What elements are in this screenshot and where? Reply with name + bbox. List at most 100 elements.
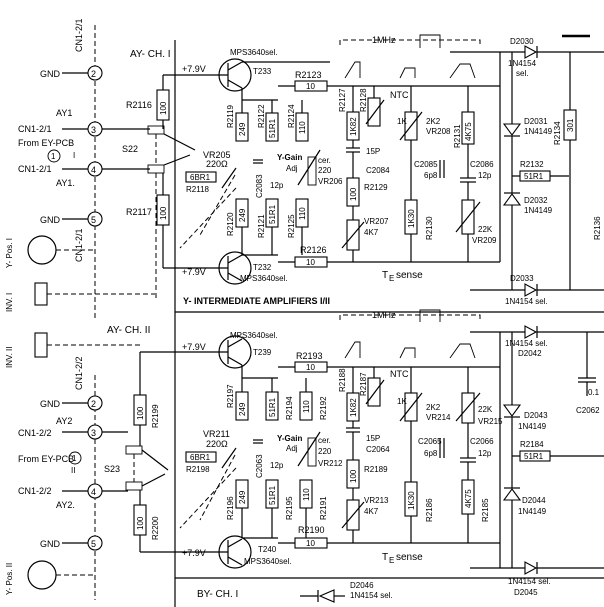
diode-d2045 bbox=[524, 561, 538, 575]
c2063-label: C2063 bbox=[255, 454, 264, 478]
waveform-icon bbox=[449, 343, 476, 359]
roman-numeral: II bbox=[71, 466, 75, 475]
pin-number: 3 bbox=[91, 428, 96, 438]
transistor-name: T239 bbox=[253, 348, 272, 357]
ay1-dot-label: AY1. bbox=[56, 178, 75, 188]
r2197-label: R2197 bbox=[226, 384, 235, 408]
value-label: 110 bbox=[298, 121, 307, 134]
value-label: 12p bbox=[270, 181, 284, 190]
r2123-label: R2123 bbox=[295, 70, 322, 80]
diode-d2030 bbox=[524, 45, 538, 59]
value-label: 0.1 bbox=[588, 388, 600, 397]
pin-number: 4 bbox=[91, 487, 96, 497]
c2064-label: C2064 bbox=[366, 445, 390, 454]
r2188-label: R2188 bbox=[338, 368, 347, 392]
value-label: 100 bbox=[136, 406, 145, 420]
ay2-connector: CN1-2/2 bbox=[18, 486, 52, 496]
mhz-label: 1MHz bbox=[372, 310, 396, 320]
value-label: 51R1 bbox=[524, 172, 544, 181]
r2124-label: R2124 bbox=[287, 104, 296, 128]
ypos2-label: Y- Pos. II bbox=[5, 563, 14, 595]
c2062-label: C2062 bbox=[576, 406, 600, 415]
d2045-label: D2045 bbox=[514, 588, 538, 597]
value-label: 220 bbox=[318, 447, 332, 456]
channel-2: AY- CH. II S23 100 R2199 100 R2200 +7.9V… bbox=[102, 309, 503, 569]
r2132-label: R2132 bbox=[520, 160, 544, 169]
value-label: 220Ω bbox=[206, 439, 228, 449]
d2046-label: D2046 bbox=[350, 581, 374, 590]
ch2-title: AY- CH. II bbox=[107, 325, 150, 336]
r2136-label: R2136 bbox=[593, 216, 602, 240]
value-label: 22K bbox=[478, 225, 493, 234]
value-label: 249 bbox=[238, 208, 247, 222]
right-side-1: D2030 1N4154 sel. D2031 1N4149 D2032 1N4… bbox=[450, 34, 604, 306]
value-label: 4K75 bbox=[464, 122, 473, 141]
circled-number: 1 bbox=[51, 152, 56, 161]
c2066-label: C2066 bbox=[470, 437, 494, 446]
value-label: 110 bbox=[302, 400, 311, 413]
pin-number: 5 bbox=[91, 539, 96, 549]
r2184-label: R2184 bbox=[520, 440, 544, 449]
adj-label: Adj bbox=[286, 164, 298, 173]
vr205-label: VR205 bbox=[203, 150, 231, 160]
r2128-label: R2128 bbox=[359, 88, 368, 112]
cer-label: cer. bbox=[318, 436, 331, 445]
connector-area: 2 3 4 5 2 3 4 5 CN1-2/1 CN1-2/1 CN1-2/2 … bbox=[5, 18, 155, 600]
vr214-label: VR214 bbox=[426, 413, 451, 422]
diode-d2031 bbox=[502, 123, 522, 136]
gnd-label: GND bbox=[40, 399, 61, 409]
vr206-label: VR206 bbox=[318, 177, 343, 186]
value-label: 301 bbox=[566, 118, 575, 132]
d2042-label: D2042 bbox=[518, 349, 542, 358]
r2134-label: R2134 bbox=[553, 121, 562, 145]
value-label: 51R1 bbox=[268, 204, 277, 224]
value-label: 100 bbox=[349, 187, 358, 201]
r2127-label: R2127 bbox=[338, 88, 347, 112]
gnd-label: GND bbox=[40, 539, 61, 549]
d2043-label: D2043 bbox=[524, 411, 548, 420]
transistor-name: T240 bbox=[258, 545, 277, 554]
circled-number: 1 bbox=[72, 454, 77, 463]
value-label: 6p8 bbox=[424, 171, 438, 180]
value-label: 2K2 bbox=[426, 403, 441, 412]
s23-label: S23 bbox=[104, 464, 120, 474]
r2126-label: R2126 bbox=[300, 245, 327, 255]
r2192-label: R2192 bbox=[319, 396, 328, 420]
ntc-label: NTC bbox=[390, 369, 409, 379]
cer-label: cer. bbox=[318, 156, 331, 165]
value-label: 110 bbox=[302, 488, 311, 501]
value-label: 220Ω bbox=[206, 159, 228, 169]
te-subscript: E bbox=[389, 556, 394, 565]
value-label: 15P bbox=[366, 434, 380, 443]
r2129-label: R2129 bbox=[364, 183, 388, 192]
r2131-label: R2131 bbox=[453, 124, 462, 148]
vr211-label: VR211 bbox=[203, 429, 230, 439]
r2117-label: R2117 bbox=[126, 207, 152, 217]
pin-number: 3 bbox=[91, 125, 96, 135]
diode-d2044 bbox=[502, 488, 522, 501]
ypos1-label: Y- Pos. I bbox=[5, 238, 14, 268]
value-label: 22K bbox=[478, 405, 493, 414]
ay1-connector: CN1-2/1 bbox=[18, 124, 52, 134]
r2198-label: R2198 bbox=[186, 465, 210, 474]
d2031-label: D2031 bbox=[524, 117, 548, 126]
te-sense-label: sense bbox=[396, 552, 423, 563]
ay2-connector: CN1-2/2 bbox=[18, 428, 52, 438]
r2125-label: R2125 bbox=[287, 214, 296, 238]
ay1-label: AY1 bbox=[56, 108, 72, 118]
diode-d2043 bbox=[502, 404, 522, 417]
value-label: 1K30 bbox=[407, 491, 416, 510]
value-label: 1K30 bbox=[407, 209, 416, 228]
gnd-label: GND bbox=[40, 215, 61, 225]
c2084-label: C2084 bbox=[366, 166, 390, 175]
ygain-label: Y-Gain bbox=[277, 153, 302, 162]
value-label: 4K75 bbox=[464, 489, 473, 508]
from-ey-pcb: From EY-PCB bbox=[18, 138, 74, 148]
value-label: 2K2 bbox=[426, 117, 441, 126]
r2120-label: R2120 bbox=[226, 212, 235, 236]
transistor-label: MPS3640sel. bbox=[230, 48, 278, 57]
value-label: 6BR1 bbox=[190, 173, 211, 182]
value-label: 1N4149 bbox=[524, 206, 553, 215]
connector-label: CN1-2/2 bbox=[74, 356, 84, 390]
